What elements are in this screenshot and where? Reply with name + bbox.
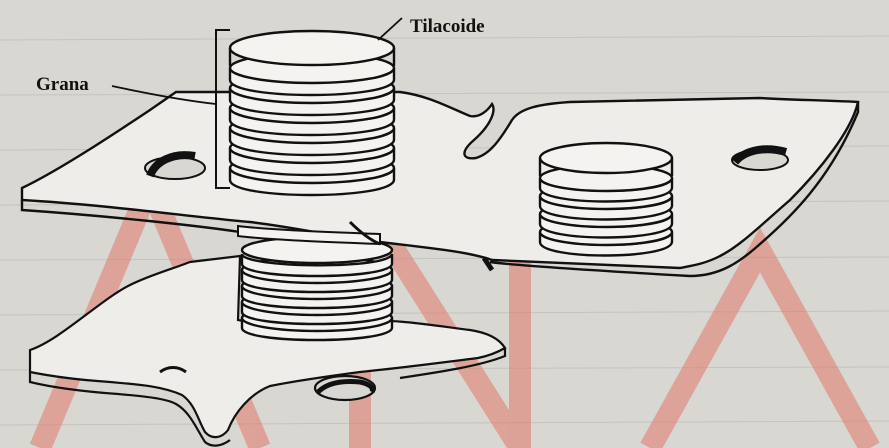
right-granum xyxy=(540,143,672,256)
lower-granum xyxy=(242,237,392,340)
grana-label: Grana xyxy=(36,74,89,95)
tilacoide-label: Tilacoide xyxy=(410,16,485,37)
upper-granum xyxy=(230,31,394,195)
